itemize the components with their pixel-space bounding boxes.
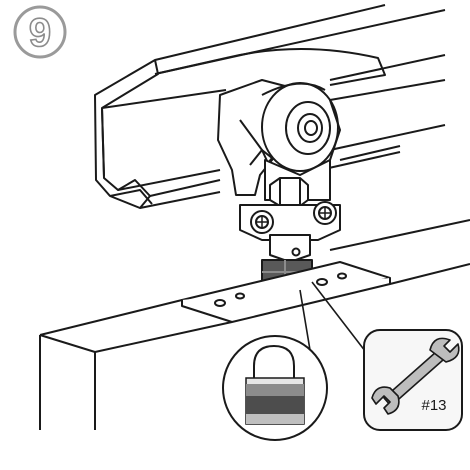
track-rail [94,4,446,209]
step-badge: 9 [13,5,67,59]
door-panel [39,219,470,430]
step-number: 9 [29,11,51,55]
wrench-icon [371,337,460,415]
padlock-icon [245,344,305,425]
wrench-callout: #13 [363,329,463,431]
wrench-size-label: #13 [421,397,446,414]
lock-callout [222,335,328,441]
mounting-plate [181,261,391,323]
